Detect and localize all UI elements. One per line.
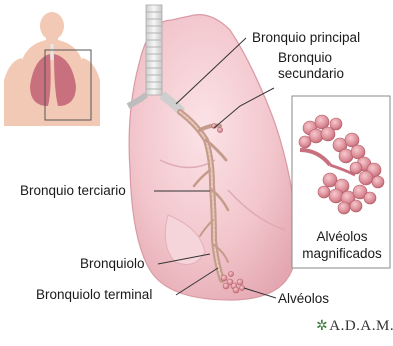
label-alveolos: Alvéolos — [278, 291, 329, 307]
label-bronquio-secundario-line1: Bronquio — [278, 50, 332, 66]
label-bronquio-terciario: Bronquio terciario — [20, 183, 126, 199]
inset-caption-line2: magnificados — [292, 245, 392, 262]
label-bronquio-principal: Bronquio principal — [252, 30, 360, 46]
label-bronquiolo: Bronquiolo — [80, 256, 145, 272]
inset-caption: Alvéolos magnificados — [292, 228, 392, 262]
adam-logo-text: A.D.A.M. — [329, 318, 393, 334]
label-bronquiolo-terminal: Bronquiolo terminal — [36, 287, 152, 303]
torso-thumbnail — [4, 8, 100, 126]
label-bronquio-secundario-line2: secundario — [278, 66, 344, 82]
adam-logo: ✲A.D.A.M. — [316, 318, 393, 335]
adam-logo-icon: ✲ — [316, 319, 328, 334]
inset-caption-line1: Alvéolos — [292, 228, 392, 245]
